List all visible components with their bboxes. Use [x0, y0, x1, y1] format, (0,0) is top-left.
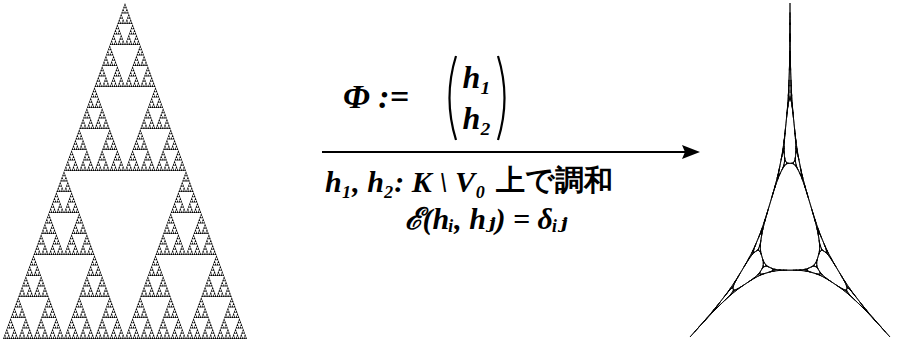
harmonic-condition: h₁, h₂: K \ V₀ [325, 165, 486, 198]
harmonic-condition: 上で調和 [496, 165, 613, 197]
right-parenthesis [498, 56, 505, 140]
map-arrow-head [682, 145, 700, 159]
sierpinski-gasket [3, 3, 247, 339]
vector-component: h₁ [463, 60, 492, 95]
energy-orthonormality: ℰ(hᵢ, hⱼ) = δᵢⱼ [405, 202, 568, 235]
map-definition: Φ := [343, 78, 409, 115]
map-arrow-shaft [322, 151, 686, 153]
left-parenthesis [450, 56, 457, 140]
harmonic-gasket [690, 3, 890, 337]
vector-component: h₂ [463, 101, 492, 136]
